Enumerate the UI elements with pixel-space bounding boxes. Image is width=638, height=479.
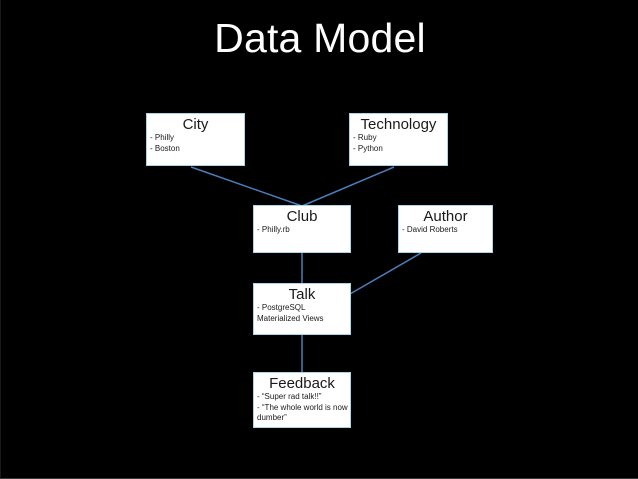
node-item: - David Roberts bbox=[402, 225, 458, 235]
node-club-items: - Philly.rb bbox=[254, 225, 350, 236]
node-feedback-title: Feedback bbox=[269, 375, 335, 392]
node-city-items: - Philly - Boston bbox=[147, 133, 244, 154]
node-item: - Philly.rb bbox=[257, 225, 290, 235]
node-item: - PostgreSQL Materialized Views bbox=[257, 303, 324, 323]
node-feedback[interactable]: Feedback - “Super rad talk!!” - “The who… bbox=[253, 372, 351, 428]
node-technology-title: Technology bbox=[360, 116, 437, 133]
node-item: - Boston bbox=[150, 143, 180, 153]
node-talk[interactable]: Talk - PostgreSQL Materialized Views bbox=[253, 283, 351, 335]
node-item: - “The whole world is now dumber” bbox=[257, 402, 350, 423]
node-technology-items: - Ruby - Python bbox=[350, 133, 447, 154]
node-city-title: City bbox=[182, 116, 209, 133]
node-talk-title: Talk bbox=[288, 286, 316, 303]
node-author-title: Author bbox=[423, 208, 468, 225]
node-item: - Python bbox=[353, 143, 383, 153]
node-city[interactable]: City - Philly - Boston bbox=[146, 113, 245, 166]
node-item: - Ruby bbox=[353, 133, 377, 143]
connector-technology-to-club bbox=[301, 166, 395, 207]
node-item: - “Super rad talk!!” bbox=[257, 392, 322, 402]
node-feedback-items: - “Super rad talk!!” - “The whole world … bbox=[254, 392, 350, 424]
page-title: Data Model bbox=[214, 15, 426, 61]
node-club-title: Club bbox=[286, 208, 318, 225]
node-club[interactable]: Club - Philly.rb bbox=[253, 205, 351, 253]
node-talk-items: - PostgreSQL Materialized Views bbox=[254, 303, 350, 324]
node-item: - Philly bbox=[150, 133, 175, 143]
node-technology[interactable]: Technology - Ruby - Python bbox=[349, 113, 448, 166]
connector-author-to-talk bbox=[349, 252, 422, 295]
node-author-items: - David Roberts bbox=[399, 225, 492, 236]
node-author[interactable]: Author - David Roberts bbox=[398, 205, 493, 253]
connector-city-to-club bbox=[190, 166, 303, 207]
